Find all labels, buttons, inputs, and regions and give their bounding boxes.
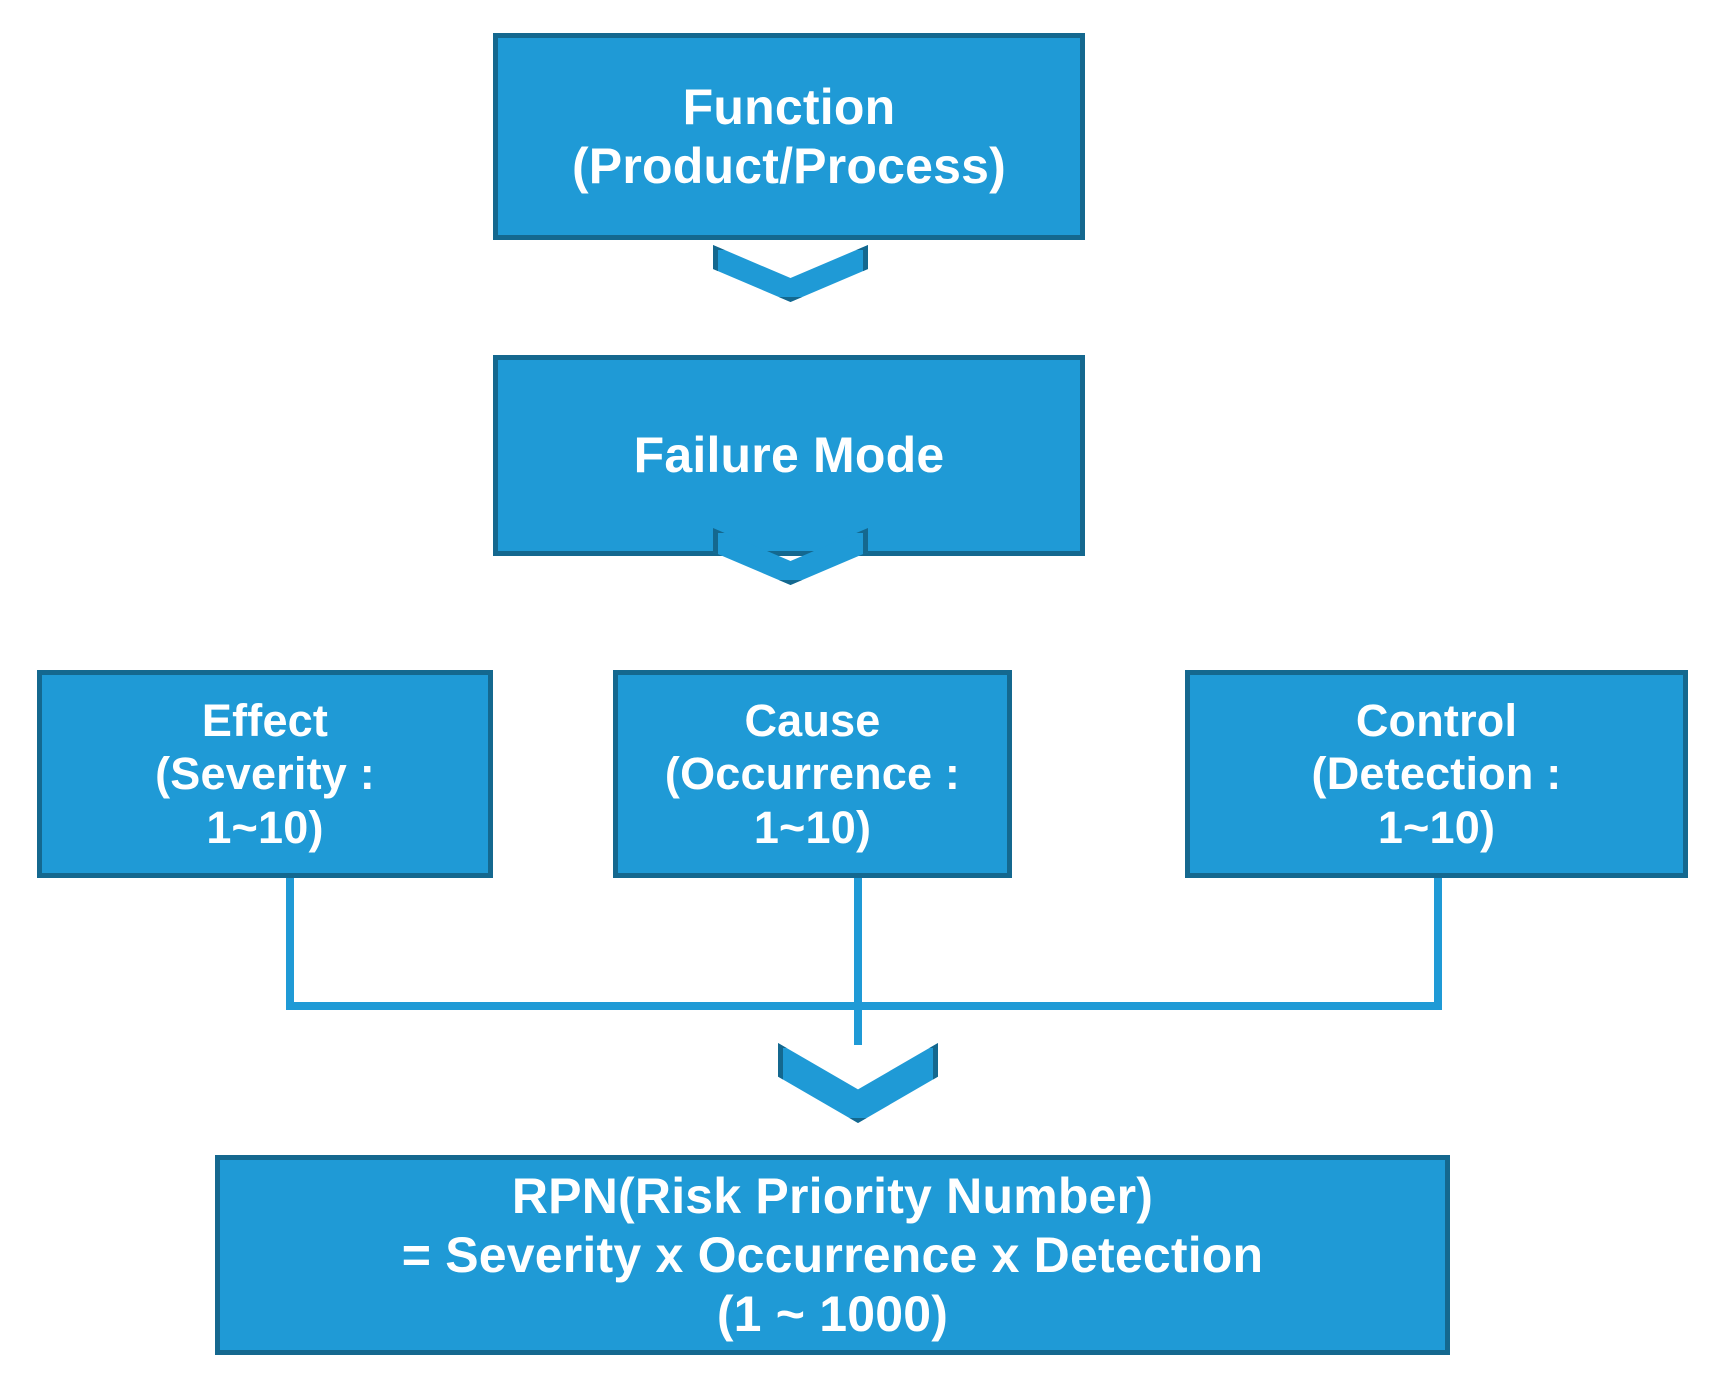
chevron-down-icon-factors-to-rpn [778, 1043, 938, 1123]
connector-effect-down [286, 878, 294, 1010]
node-effect-severity: Effect (Severity : 1~10) [37, 670, 493, 878]
node-rpn-formula: RPN(Risk Priority Number) = Severity x O… [215, 1155, 1450, 1355]
node-control-detection: Control (Detection : 1~10) [1185, 670, 1688, 878]
node-cause-occurrence: Cause (Occurrence : 1~10) [613, 670, 1012, 878]
connector-cause-down [854, 878, 862, 1045]
chevron-down-icon-function-to-failure [713, 245, 868, 302]
node-failure-mode: Failure Mode [493, 355, 1085, 556]
node-function: Function (Product/Process) [493, 33, 1085, 240]
connector-merge-bus [286, 1002, 1442, 1010]
connector-control-down [1434, 878, 1442, 1010]
